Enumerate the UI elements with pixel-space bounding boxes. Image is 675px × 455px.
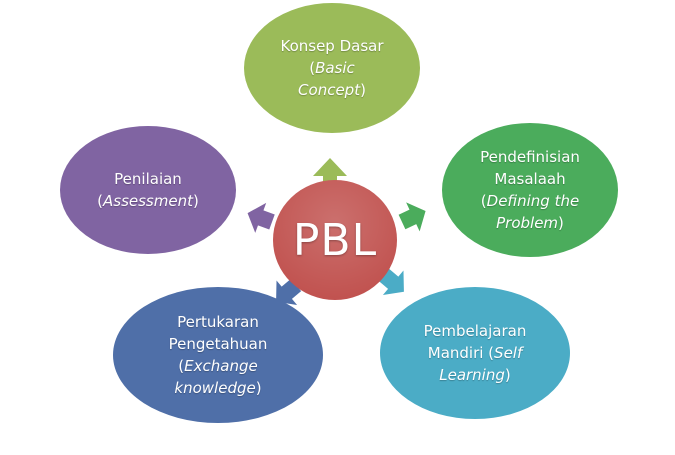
- node-label-line: Pembelajaran: [424, 320, 527, 342]
- node-assessment-label: Penilaian (Assessment): [70, 162, 226, 218]
- node-label-text: Pembelajaran: [423, 322, 527, 340]
- node-label-line: Pengetahuan: [169, 333, 268, 355]
- node-label-text: ): [360, 81, 366, 99]
- node-label-line: Concept): [280, 79, 383, 101]
- arrow-to-basic-concept: [313, 158, 347, 188]
- node-label-text: Defining the: [486, 192, 580, 210]
- node-label-line: Pertukaran: [169, 311, 268, 333]
- node-label-line: Mandiri (Self: [424, 342, 527, 364]
- node-label-text: (: [309, 59, 316, 77]
- center-label: PBL: [292, 214, 378, 266]
- node-label-text: ): [558, 214, 564, 232]
- node-label-line: Masalaah: [480, 168, 580, 190]
- node-label-text: Konsep Dasar: [280, 37, 384, 55]
- node-label-text: Masalaah: [494, 170, 566, 188]
- node-assessment-shape: [60, 126, 236, 254]
- node-label-text: Pendefinisian: [480, 148, 580, 166]
- node-label-line: Learning): [424, 364, 527, 386]
- node-label-text: Concept: [298, 81, 361, 99]
- node-label-line: (Basic: [280, 57, 383, 79]
- node-label-line: Konsep Dasar: [280, 35, 383, 57]
- arrow-to-self-learning: [378, 268, 404, 295]
- node-label-line: Problem): [480, 212, 580, 234]
- node-exchange-knowledge-shape: [113, 287, 323, 423]
- node-label-line: Pendefinisian: [480, 146, 580, 168]
- node-label-text: Pertukaran: [177, 313, 259, 331]
- node-label-text: knowledge: [174, 379, 256, 397]
- arrow-to-defining-problem: [398, 202, 426, 232]
- center-sheen: [273, 180, 397, 300]
- node-label-text: (: [178, 357, 185, 375]
- node-label-line: (Exchange: [169, 355, 268, 377]
- node-label-line: Penilaian: [97, 168, 199, 190]
- node-label-text: Basic: [315, 59, 355, 77]
- node-label-line: (Assessment): [97, 190, 199, 212]
- node-label-text: Penilaian: [114, 170, 182, 188]
- node-label-line: (Defining the: [480, 190, 580, 212]
- node-label-text: Assessment: [103, 192, 193, 210]
- node-label-text: ): [504, 366, 511, 384]
- node-label-text: ): [255, 379, 262, 397]
- node-label-text: ): [192, 192, 199, 210]
- node-label-text: Problem: [496, 214, 559, 232]
- node-self-learning-shape: [380, 287, 570, 419]
- node-basic-concept-shape: [244, 3, 420, 133]
- node-label-text: (: [480, 192, 487, 210]
- node-label-line: knowledge): [169, 377, 268, 399]
- node-defining-problem-shape: [442, 123, 618, 257]
- node-label-text: Learning: [439, 366, 505, 384]
- node-label-text: Pengetahuan: [168, 335, 268, 353]
- node-label-text: (: [97, 192, 103, 210]
- arrow-to-assessment: [247, 202, 275, 233]
- node-label-text: Exchange: [184, 357, 258, 375]
- node-label-text: Self: [494, 344, 523, 362]
- node-label-text: Mandiri (: [427, 344, 495, 362]
